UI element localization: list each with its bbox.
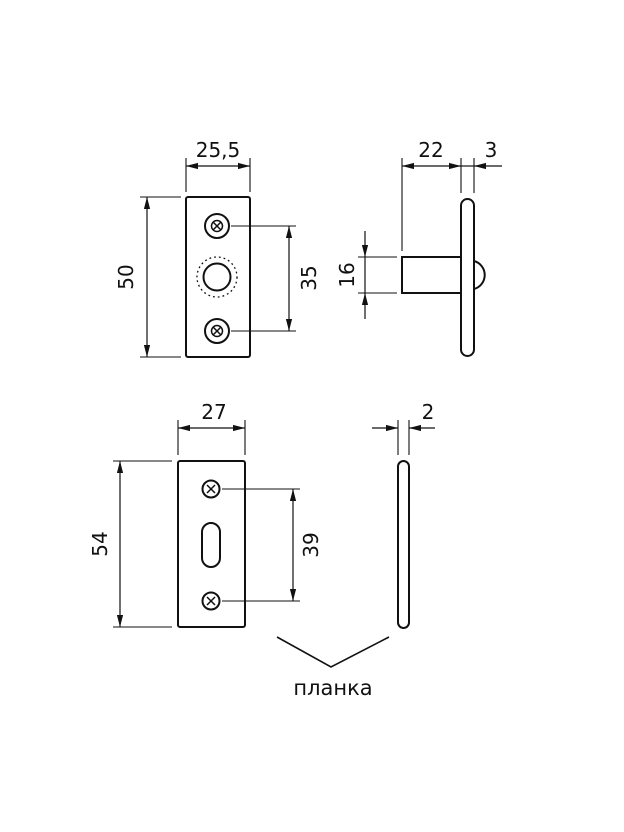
- dim-label-54: 54: [88, 531, 112, 556]
- dim-bottom-plate-height: 54: [88, 460, 172, 628]
- side-view-top: [401, 198, 486, 357]
- flange-outline: [460, 198, 475, 357]
- dim-label-50: 50: [114, 264, 138, 289]
- dim-top-plate-hole-spacing: 35: [231, 225, 321, 332]
- screw-hole-top: [204, 213, 230, 239]
- dim-side-depth: 22: [401, 138, 462, 251]
- callout-planka: планка: [276, 636, 390, 700]
- side-view-bottom: [397, 460, 410, 629]
- callout-leader-lines: [276, 636, 390, 668]
- dim-label-3: 3: [485, 138, 498, 162]
- screw-hole-bottom-2: [201, 591, 221, 611]
- dim-label-2: 2: [422, 400, 435, 424]
- dim-label-25-5: 25,5: [196, 138, 241, 162]
- dome-outline: [473, 260, 486, 290]
- strike-plate-side-outline: [397, 460, 410, 629]
- center-hole: [196, 256, 238, 298]
- dim-label-16: 16: [335, 262, 359, 287]
- dim-bottom-plate-width: 27: [177, 400, 246, 455]
- dim-top-plate-width: 25,5: [185, 138, 251, 192]
- screw-hole-top-2: [201, 479, 221, 499]
- dim-strike-plate-thickness: 2: [372, 400, 435, 455]
- front-view-bottom-plate: [177, 460, 246, 628]
- dim-label-27: 27: [201, 400, 226, 424]
- dim-label-35: 35: [297, 265, 321, 290]
- front-view-top-plate: [185, 196, 251, 358]
- latch-slot: [201, 522, 221, 568]
- dim-top-plate-height: 50: [114, 196, 181, 358]
- dim-barrel-height: 16: [335, 231, 397, 319]
- dim-label-22: 22: [418, 138, 443, 162]
- dim-bottom-plate-hole-spacing: 39: [222, 488, 323, 602]
- dim-label-39: 39: [299, 532, 323, 557]
- screw-hole-bottom: [204, 318, 230, 344]
- callout-label: планка: [293, 676, 372, 700]
- barrel-outline: [401, 256, 462, 294]
- knurl-ring: [196, 256, 238, 298]
- dim-flange-thickness: 3: [461, 138, 502, 193]
